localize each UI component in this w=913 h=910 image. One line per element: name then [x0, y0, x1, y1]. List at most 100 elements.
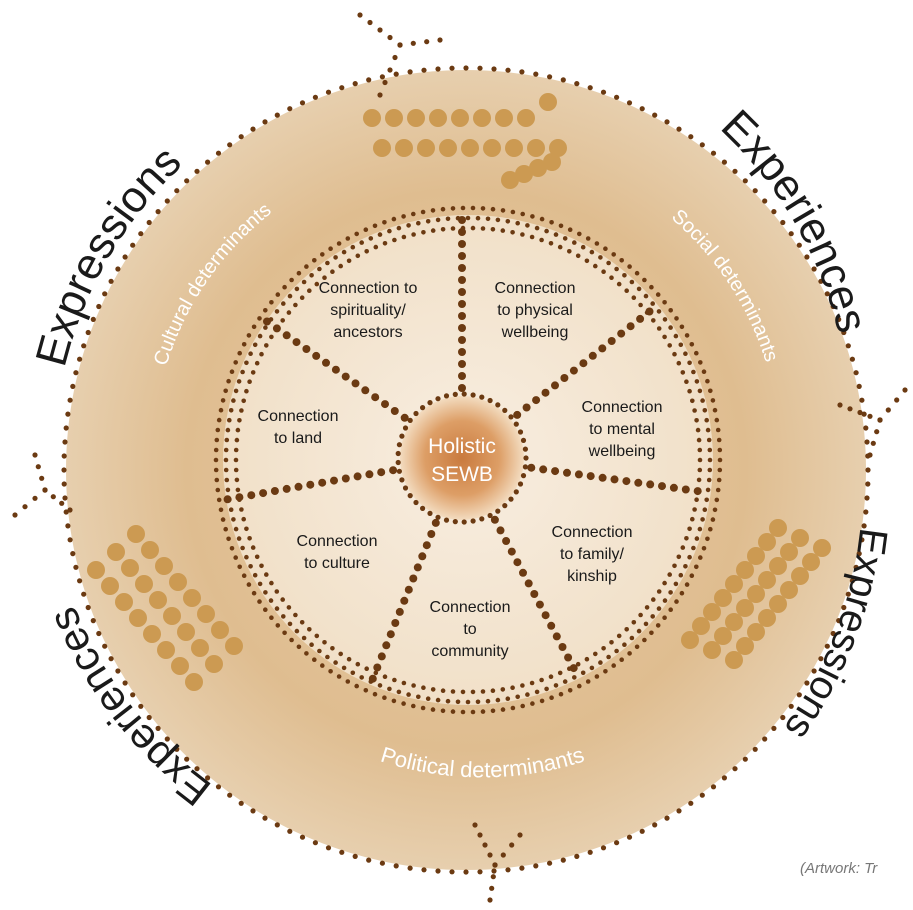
inner-ring-dot [656, 589, 662, 594]
outer-border-dot [762, 198, 768, 204]
outer-border-dot [339, 849, 345, 855]
outer-border-dot [73, 564, 79, 570]
outer-border-dot [194, 766, 200, 772]
inner-ring-dot [558, 223, 564, 229]
inner-ring-dot [584, 656, 590, 662]
inner-ring-dot [701, 369, 707, 375]
outer-border-dot [63, 425, 69, 431]
spoke-dot [322, 358, 330, 367]
branch-dot [410, 40, 416, 46]
inner-ring-dot [520, 703, 525, 709]
inner-ring-dot [229, 546, 235, 551]
inner-ring-dot [480, 226, 486, 231]
inner-ring-dot [500, 707, 506, 712]
centre-ring-dot [523, 455, 529, 461]
inner-ring-dot [649, 630, 654, 636]
inner-ring-dot [213, 457, 219, 463]
inner-ring-dot [259, 351, 264, 357]
gold-dot [157, 641, 175, 659]
inner-ring-dot [642, 277, 647, 283]
inner-ring-dot [450, 206, 456, 211]
inner-ring-dot [264, 343, 269, 348]
inner-ring-dot [485, 698, 491, 704]
inner-ring-dot [294, 286, 300, 292]
inner-ring-dot [572, 675, 577, 680]
inner-ring-dot [274, 589, 280, 594]
outer-border-dot [845, 591, 851, 597]
inner-ring-dot [715, 427, 721, 433]
gold-dot [725, 575, 743, 593]
inner-ring-dot [520, 683, 525, 688]
inner-ring-dot [235, 487, 241, 493]
outer-border-dot [830, 630, 836, 637]
branch-dot [377, 27, 383, 33]
inner-ring-dot [589, 665, 595, 671]
inner-ring-dot [322, 275, 327, 281]
inner-ring-dot [529, 234, 535, 240]
inner-ring-dot [216, 417, 222, 423]
outer-border-dot [325, 845, 332, 851]
inner-ring-dot [241, 342, 247, 347]
gold-dot [769, 595, 787, 613]
inner-ring-dot [690, 398, 695, 404]
outer-border-dot [215, 784, 222, 790]
inner-ring-dot [694, 379, 700, 384]
gold-dot [813, 539, 831, 557]
outer-border-dot [836, 316, 842, 322]
gold-dot [385, 109, 403, 127]
branch-dot [67, 507, 73, 513]
inner-ring-dot [307, 288, 312, 294]
gold-dot [714, 589, 732, 607]
spoke-dot [365, 470, 374, 479]
outer-border-dot [547, 74, 553, 80]
inner-ring-dot [280, 318, 286, 323]
inner-ring-dot [325, 260, 330, 266]
centre-ring-dot [517, 481, 524, 487]
inner-ring-dot [213, 467, 219, 473]
inner-ring-dot [539, 698, 545, 704]
inner-ring-dot [480, 709, 486, 714]
outer-border-dot [379, 74, 385, 80]
inner-ring-dot [304, 651, 309, 656]
outer-border-dot [587, 849, 593, 855]
outer-border-dot [70, 383, 76, 389]
inner-ring-dot [336, 674, 342, 679]
inner-ring-dot [322, 640, 327, 645]
inner-ring-dot [312, 657, 317, 662]
gold-dot [407, 109, 425, 127]
inner-ring-dot [475, 215, 481, 221]
inner-ring-dot [247, 379, 252, 385]
outer-border-dot [859, 397, 865, 403]
gold-dot [505, 139, 523, 157]
inner-ring-dot [220, 517, 226, 522]
inner-ring-dot [705, 487, 711, 493]
inner-ring-dot [382, 695, 387, 700]
spoke-dot [502, 537, 511, 545]
outer-border-dot [639, 828, 645, 834]
inner-ring-dot [263, 308, 268, 313]
centre-ring-dot [420, 505, 426, 511]
inner-ring-dot [539, 237, 544, 243]
outer-border-dot [836, 618, 842, 624]
inner-ring-dot [275, 292, 281, 297]
branch-dot [424, 39, 430, 45]
outer-border-dot [742, 178, 748, 184]
centre-ring-dot [413, 499, 419, 506]
inner-ring-dot [214, 477, 220, 483]
gold-dot [101, 577, 119, 595]
inner-ring-dot [244, 360, 249, 366]
inner-ring-dot [622, 642, 627, 647]
inner-ring-dot [601, 646, 606, 651]
centre-glow [400, 396, 524, 520]
inner-ring-dot [373, 670, 379, 676]
branch-dot [902, 387, 908, 393]
inner-ring-dot [553, 683, 559, 688]
gold-dot [703, 603, 721, 621]
outer-border-dot [155, 725, 161, 732]
inner-ring-dot [377, 232, 383, 237]
inner-ring-dot [387, 228, 392, 234]
outer-border-dot [62, 495, 68, 501]
outer-border-dot [250, 808, 256, 814]
inner-ring-dot [455, 699, 461, 705]
inner-ring-dot [651, 318, 656, 323]
